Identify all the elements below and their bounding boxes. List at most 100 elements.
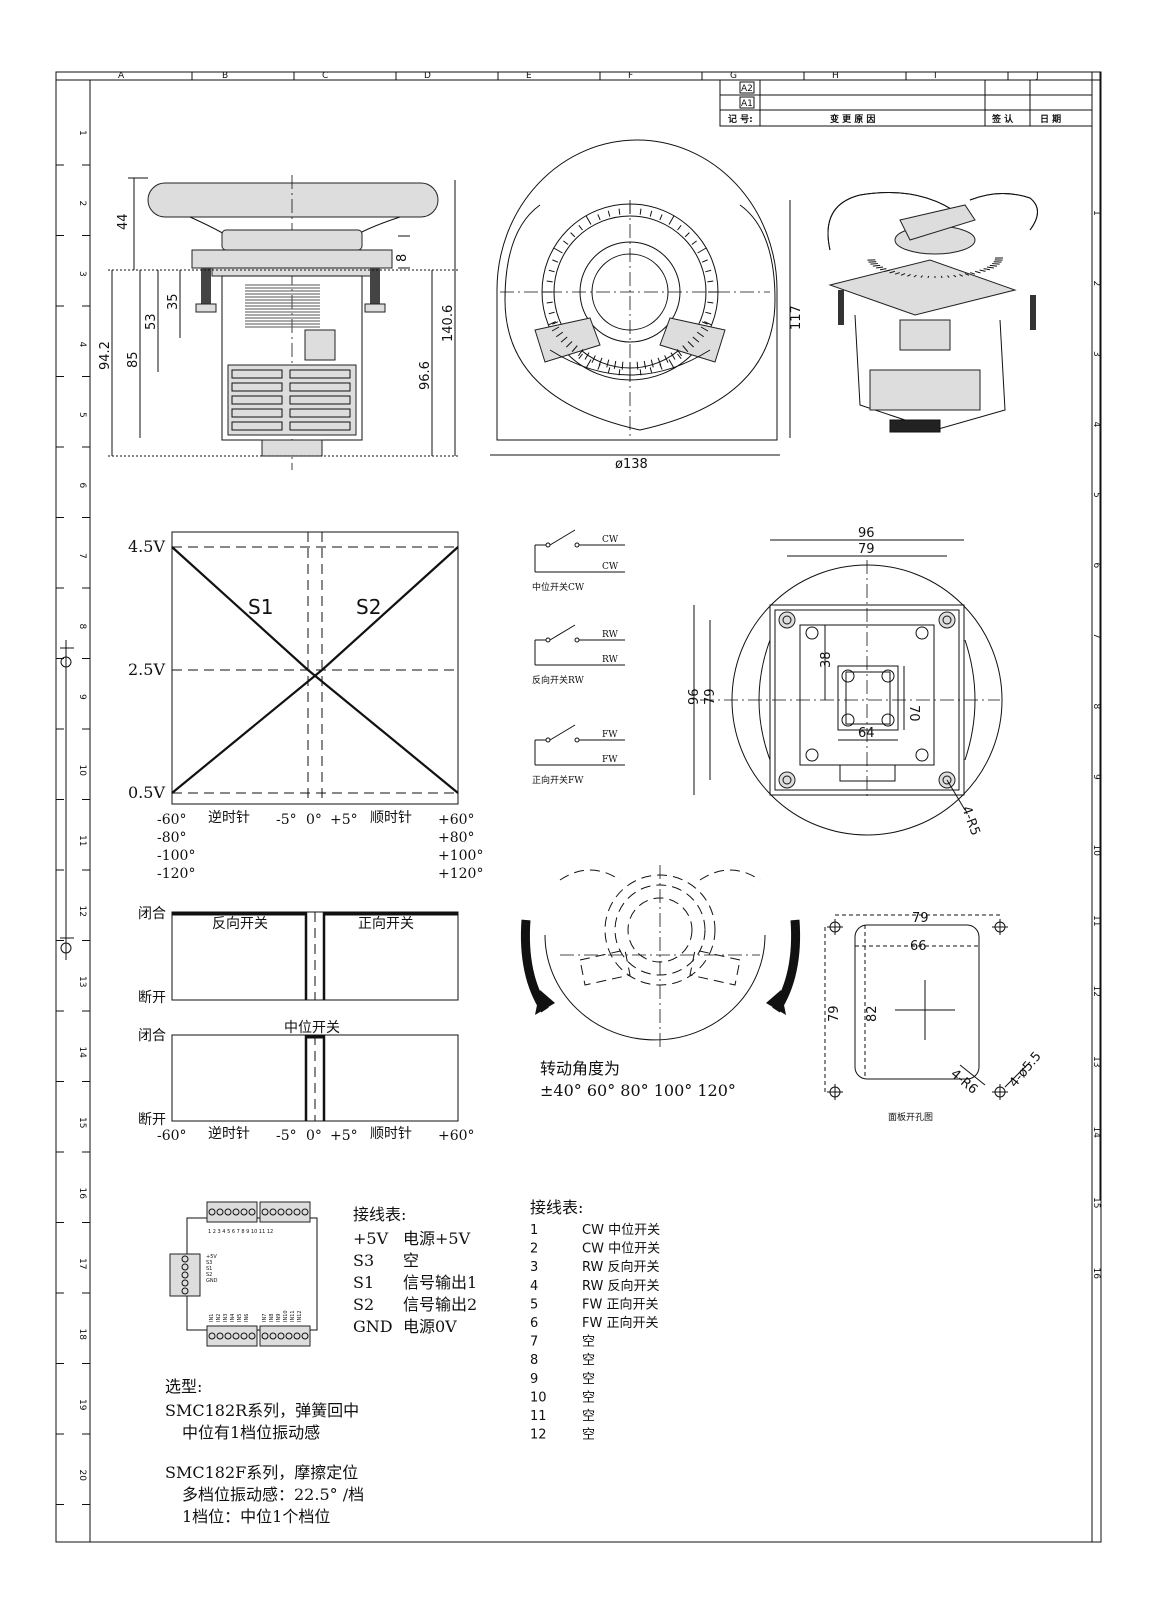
wiring-desc: FW 正向开关 [582, 1315, 658, 1331]
wiring-pin: 5 [530, 1297, 538, 1312]
connector-pin: IN11 [290, 1310, 296, 1322]
row-number: 7 [1091, 633, 1101, 639]
connector-pin: S2 [206, 1272, 212, 1278]
isometric-view [827, 192, 1038, 433]
connector-pin: IN1 [209, 1314, 215, 1322]
x-tick: 0° [306, 812, 322, 828]
svg-text:FW: FW [602, 755, 618, 765]
x-tick: +5° [330, 1128, 358, 1144]
dim-cutout: 66 [910, 939, 927, 954]
col-letter: I [934, 71, 937, 81]
wiring-pin: 12 [530, 1428, 547, 1443]
row-number: 10 [77, 765, 87, 777]
side-view: 44 8 35 53 85 94.2 96.6 140.6 [98, 175, 460, 470]
connector-pin: IN9 [276, 1314, 282, 1322]
dim-side: 140.6 [441, 305, 456, 342]
wiring-pin: +5V [353, 1229, 389, 1248]
switch-symbol-fw: FW FW 正向开关FW [532, 724, 625, 786]
x-tick-extra: -120° [157, 866, 195, 882]
row-number: 5 [77, 412, 87, 418]
selection-notes: 选型: SMC182R系列，弹簧回中 中位有1档位振动感 SMC182F系列，摩… [165, 1377, 364, 1526]
col-letter: E [526, 71, 532, 81]
row-number: 16 [1091, 1268, 1101, 1280]
connector-pin: GND [206, 1278, 218, 1284]
row-number: 8 [1091, 704, 1101, 710]
wiring-pin: 8 [530, 1353, 538, 1368]
row-number: 5 [1091, 492, 1101, 498]
wiring-desc: 空 [582, 1428, 595, 1443]
row-number: 13 [1091, 1056, 1101, 1067]
x-tick-extra: +120° [438, 866, 483, 882]
col-letter: G [730, 71, 737, 81]
connector-top-pins: 1 2 3 4 5 6 7 8 9 10 11 12 [208, 1229, 273, 1235]
svg-text:正向开关FW: 正向开关FW [532, 774, 584, 786]
connector-pin: IN12 [297, 1310, 303, 1322]
revision-block: A2 A1 记 号: 变 更 原 因 签 认 日 期 [719, 79, 1093, 127]
wiring-pin: 4 [530, 1279, 538, 1294]
dim-top-height: 117 [789, 305, 804, 330]
dim-bottom: 79 [858, 542, 875, 557]
dim-side: 94.2 [98, 341, 113, 370]
rev-col-date: 日 期 [1040, 113, 1061, 125]
voltage-chart: 4.5V 2.5V 0.5V S1 S2 -60° 逆时针 -5° 0° +5°… [128, 531, 483, 882]
wiring-pin: 1 [530, 1223, 538, 1238]
drawing-frame [55, 71, 1102, 1543]
col-letter: F [628, 71, 633, 81]
wiring-desc: RW 反向开关 [582, 1259, 660, 1275]
row-number: 14 [77, 1047, 87, 1059]
state-closed: 闭合 [138, 906, 166, 922]
wiring-table-title: 接线表: [353, 1205, 406, 1224]
label-center-switch: 中位开关 [284, 1020, 340, 1036]
x-tick-extra: +100° [438, 848, 483, 864]
label-forward-switch: 正向开关 [358, 916, 414, 932]
wiring-pin: 6 [530, 1316, 538, 1331]
col-letter: A [118, 71, 125, 81]
x-label-ccw: 逆时针 [208, 810, 250, 826]
row-number: 12 [77, 906, 87, 917]
col-letter: D [424, 71, 431, 81]
switch-chart-reverse-forward: 闭合 断开 反向开关 正向开关 [138, 906, 459, 1006]
rev-col-sign: 签 认 [991, 113, 1014, 125]
wiring-desc: RW 反向开关 [582, 1278, 660, 1294]
x-tick-extra: +80° [438, 830, 475, 846]
selection-line: 1档位：中位1个档位 [182, 1507, 330, 1526]
x-label-cw: 顺时针 [370, 1126, 412, 1142]
row-number: 4 [77, 342, 87, 348]
wiring-pin: 10 [530, 1390, 547, 1405]
state-open: 断开 [138, 1112, 166, 1128]
x-tick: -5° [276, 812, 297, 828]
row-number: 6 [1091, 563, 1101, 569]
switch-chart-center: 闭合 断开 中位开关 -60° 逆时针 -5° 0° +5° 顺时针 +60° [138, 1020, 475, 1144]
row-number: 15 [1091, 1197, 1101, 1208]
wiring-desc: CW 中位开关 [582, 1223, 660, 1238]
selection-line: 中位有1档位振动感 [182, 1423, 320, 1442]
rotation-values: ±40° 60° 80° 100° 120° [540, 1081, 736, 1100]
svg-text:RW: RW [602, 655, 619, 665]
connector-pin: IN7 [262, 1314, 268, 1322]
dim-side: 96.6 [418, 361, 433, 390]
selection-title: 选型: [165, 1377, 202, 1396]
dim-bottom: 70 [906, 705, 921, 722]
row-number: 19 [77, 1399, 87, 1411]
wiring-desc: 空 [582, 1409, 595, 1424]
wiring-pin: S3 [353, 1251, 374, 1270]
row-number: 13 [77, 976, 87, 987]
rev-a1: A1 [741, 99, 753, 109]
row-number: 9 [77, 694, 87, 700]
row-number: 1 [1091, 210, 1101, 216]
switch-symbols: CW CW 中位开关CW RW RW 反向开关RW FW FW 正向 [532, 529, 625, 786]
y-tick: 0.5V [128, 783, 165, 802]
x-tick-extra: -100° [157, 848, 195, 864]
x-tick: -5° [276, 1128, 297, 1144]
x-tick: +60° [438, 1128, 475, 1144]
wiring-table-1: 接线表: +5V 电源+5V S3 空 S1 信号输出1 S2 信号输出2 GN… [353, 1205, 477, 1336]
wiring-desc: CW 中位开关 [582, 1242, 660, 1257]
rotation-title: 转动角度为 [540, 1059, 620, 1078]
svg-text:CW: CW [602, 535, 619, 545]
wiring-desc: 信号输出1 [403, 1273, 477, 1292]
dim-cutout: 4-ø5.5 [1007, 1049, 1045, 1091]
selection-line: SMC182F系列，摩擦定位 [165, 1463, 358, 1482]
